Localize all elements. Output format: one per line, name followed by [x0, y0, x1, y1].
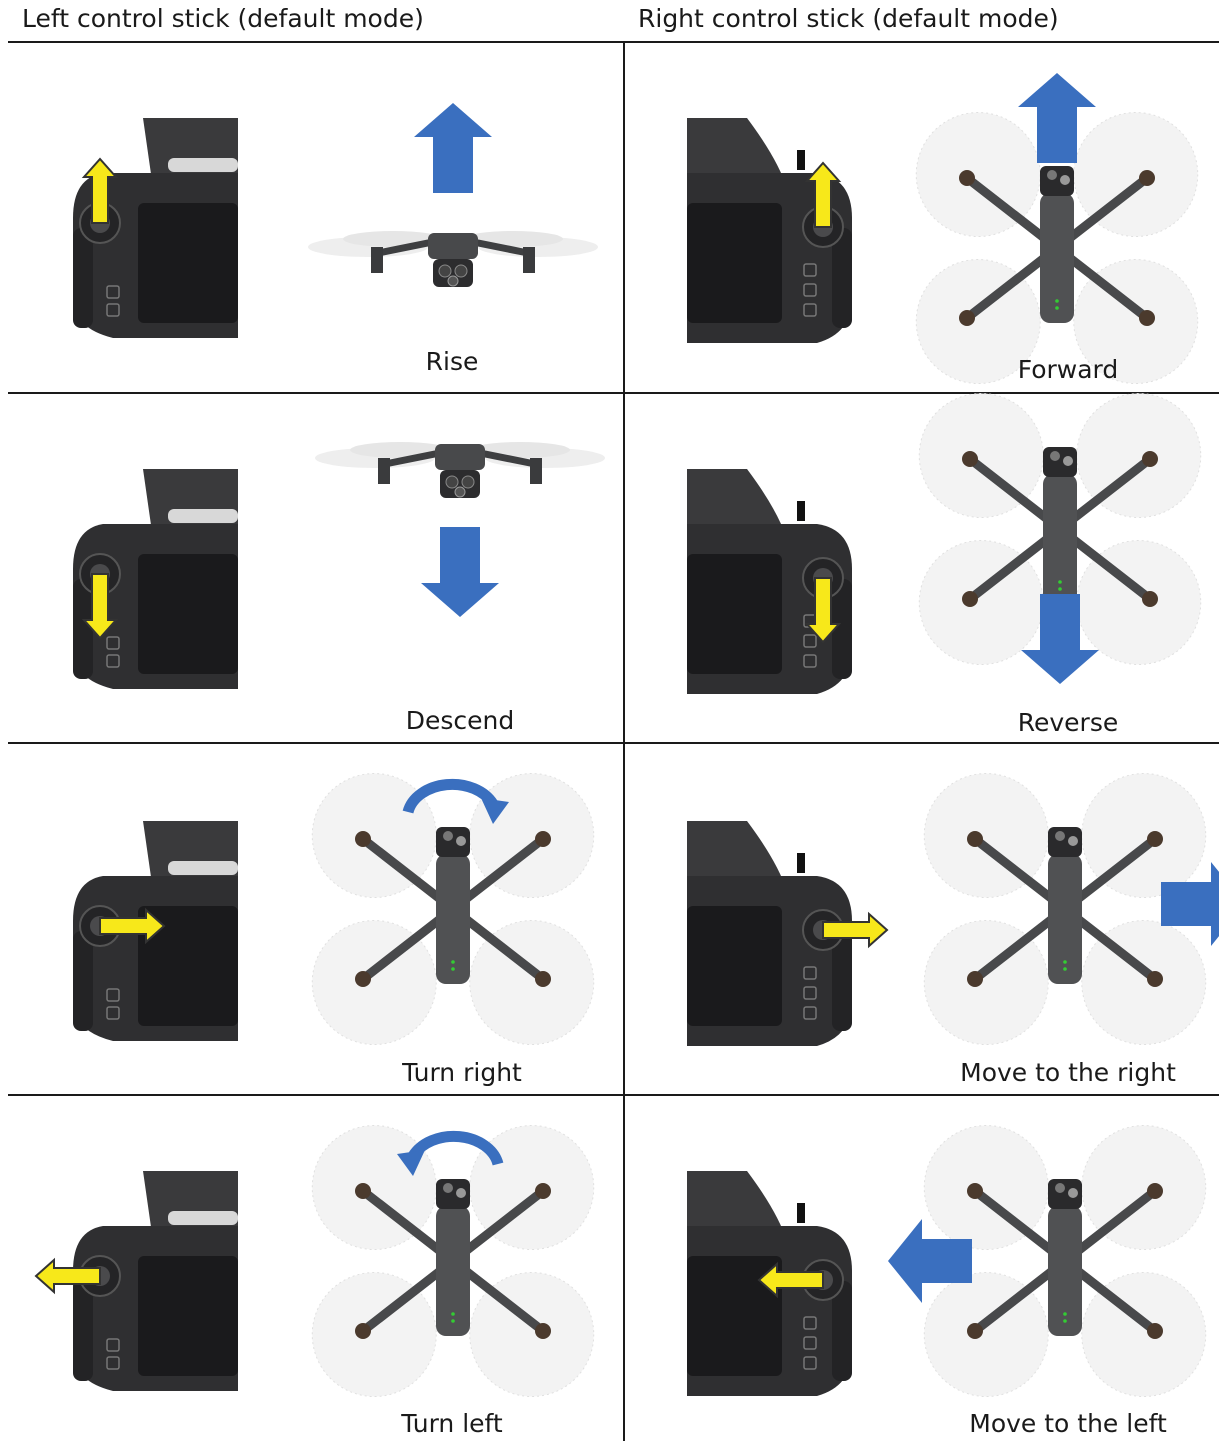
controller-illustration [8, 394, 623, 742]
controller-illustration [8, 1096, 623, 1441]
cell-caption: Turn left [401, 1409, 502, 1438]
cell-caption: Turn right [402, 1058, 522, 1087]
motion-arrow [421, 527, 499, 617]
controller-illustration [625, 43, 1219, 392]
controller-illustration [8, 744, 623, 1094]
drone-front-view [308, 231, 598, 287]
controller-illustration [625, 1096, 1219, 1441]
cell-caption: Reverse [1018, 708, 1119, 737]
cell-caption: Forward [1018, 355, 1119, 384]
drone-front-view [315, 442, 605, 498]
cell-caption: Rise [426, 347, 479, 376]
left-stick-header: Left control stick (default mode) [22, 4, 424, 33]
cell-caption: Descend [406, 706, 515, 735]
controller-body [687, 118, 852, 343]
right-stick-header: Right control stick (default mode) [638, 4, 1059, 33]
controller-body [73, 118, 238, 338]
motion-arrow [414, 103, 492, 193]
cell-move-left: Move to the left [625, 1096, 1219, 1441]
cell-descend: Descend [8, 394, 623, 742]
controller-illustration [625, 394, 1219, 742]
cell-reverse: Reverse [625, 394, 1219, 742]
cell-forward: Forward [625, 43, 1219, 392]
cell-caption: Move to the left [969, 1409, 1167, 1438]
controller-illustration [625, 744, 1219, 1094]
controller-illustration [8, 43, 623, 392]
cell-rise: Rise [8, 43, 623, 392]
drone-top-view [312, 1126, 594, 1397]
cell-turn-left: Turn left [8, 1096, 623, 1441]
drone-top-view [312, 774, 594, 1045]
cell-move-right: Move to the right [625, 744, 1219, 1094]
cell-turn-right: Turn right [8, 744, 623, 1094]
cell-caption: Move to the right [960, 1058, 1176, 1087]
